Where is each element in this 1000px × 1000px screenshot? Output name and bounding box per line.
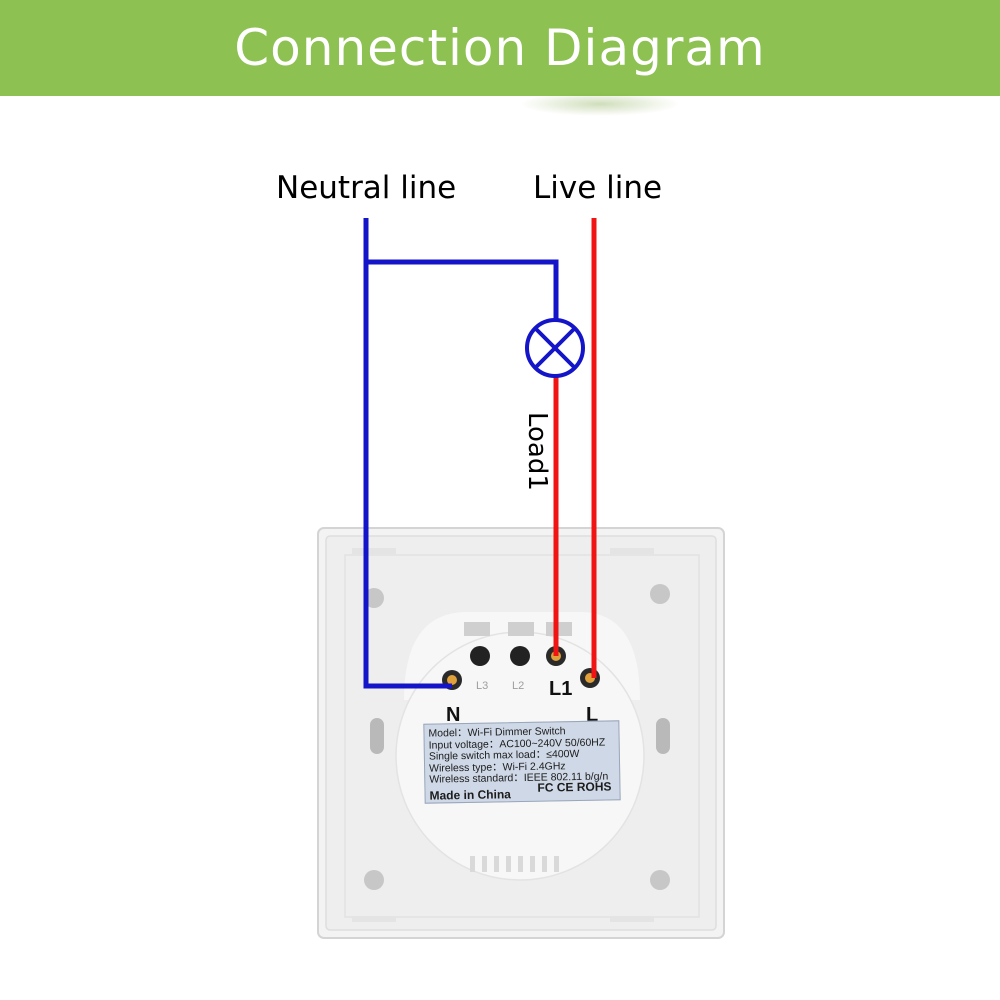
terminal-l1-label: L1 — [549, 678, 573, 700]
product-label: Model：Wi-Fi Dimmer Switch Input voltage：… — [423, 720, 621, 804]
load-label: Load1 — [522, 412, 552, 491]
neutral-wire — [363, 218, 559, 689]
terminal-n-label: N — [446, 704, 461, 726]
terminal-l3-label: L3 — [476, 680, 489, 692]
banner-shadow — [520, 92, 680, 116]
made-in-label: Made in China — [429, 786, 512, 803]
live-line-label: Live line — [533, 170, 663, 206]
terminal-l2-label: L2 — [512, 680, 525, 692]
live-wire — [553, 218, 597, 678]
header-banner: Connection Diagram — [0, 0, 1000, 96]
neutral-line-label: Neutral line — [276, 170, 457, 206]
lamp-icon — [525, 318, 585, 378]
page-title: Connection Diagram — [234, 19, 766, 77]
certification-marks: FC CE ROHS — [537, 779, 612, 795]
mounting-hole-icon — [364, 584, 670, 890]
